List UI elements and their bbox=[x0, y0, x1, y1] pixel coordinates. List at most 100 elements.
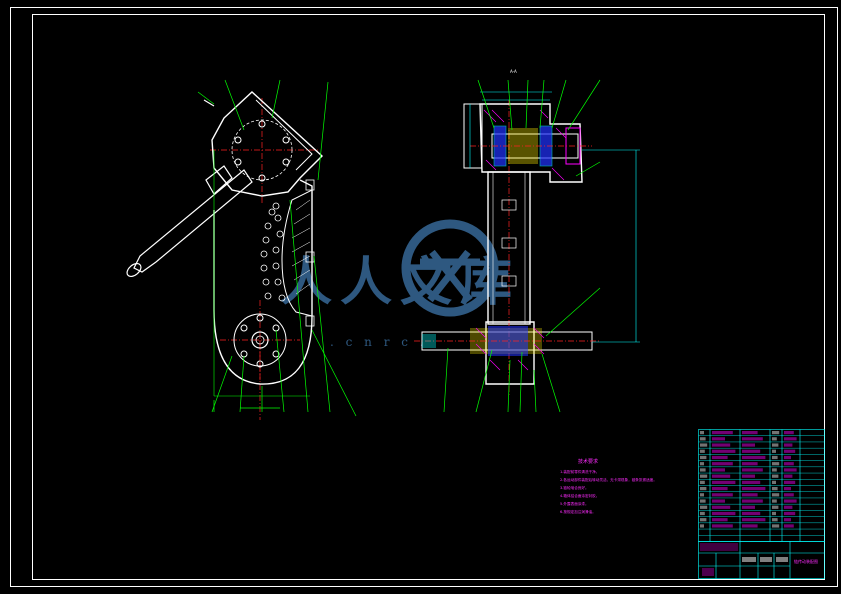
notes-title: 技术要求 bbox=[578, 458, 598, 465]
lower-housing bbox=[213, 179, 313, 385]
parts-cell-mark bbox=[712, 437, 725, 441]
parts-cell-mark bbox=[784, 487, 791, 491]
parts-cell-mark bbox=[712, 455, 728, 460]
parts-cell-mark bbox=[742, 487, 766, 491]
lower-hub bbox=[251, 331, 269, 349]
parts-cell-mark bbox=[772, 462, 780, 466]
lower-shaft-bore bbox=[255, 335, 265, 345]
parts-cell-mark bbox=[700, 493, 704, 497]
parts-cell-mark bbox=[784, 505, 793, 509]
parts-cell-mark bbox=[784, 493, 794, 497]
parts-cell-mark bbox=[742, 499, 763, 503]
parts-cell-mark bbox=[712, 524, 733, 528]
parts-cell-mark bbox=[700, 511, 705, 516]
lower-sprocket bbox=[233, 313, 287, 367]
parts-cell-mark bbox=[772, 524, 780, 528]
parts-cell-mark bbox=[742, 511, 761, 516]
parts-list-cell-marks bbox=[700, 431, 797, 528]
title-block-fills bbox=[700, 543, 788, 576]
parts-cell-mark bbox=[742, 443, 755, 447]
parts-cell-mark bbox=[712, 480, 736, 484]
notes-line-3: 3.链轮啮合良好。 bbox=[560, 485, 589, 490]
parts-cell-mark bbox=[742, 518, 766, 522]
notes-line-2: 2.各运动部件装配后转动灵活，无卡滞现象，链条张紧适度。 bbox=[560, 477, 657, 482]
leader-lines-left bbox=[197, 79, 357, 417]
section-mark: A-A bbox=[510, 69, 517, 74]
parts-cell-mark bbox=[772, 505, 779, 509]
upper-sprocket bbox=[231, 119, 293, 181]
chain-guide bbox=[281, 189, 313, 317]
parts-cell-mark bbox=[772, 431, 780, 435]
parts-cell-mark bbox=[712, 449, 736, 453]
parts-cell-mark bbox=[742, 474, 755, 478]
parts-cell-mark bbox=[742, 431, 758, 435]
upper-flange bbox=[463, 103, 483, 169]
parts-cell-mark bbox=[742, 505, 755, 509]
leader-lines-right bbox=[443, 79, 601, 413]
parts-cell-mark bbox=[742, 455, 766, 460]
parts-cell-mark bbox=[742, 437, 763, 441]
parts-cell-mark bbox=[772, 468, 777, 472]
notes-line-1: 1.装配前零件清洗干净。 bbox=[560, 469, 599, 474]
dimension-marks-left bbox=[213, 150, 310, 397]
parts-cell-mark bbox=[700, 499, 706, 503]
parts-cell-mark bbox=[784, 511, 796, 516]
watermark-logo-icon bbox=[401, 219, 499, 317]
parts-cell-mark bbox=[784, 468, 797, 472]
inner-frame bbox=[32, 14, 825, 580]
parts-cell-mark bbox=[712, 505, 731, 509]
parts-cell-mark bbox=[712, 431, 733, 435]
parts-cell-mark bbox=[784, 499, 797, 503]
notes-line-5: 5.外露表面涂漆。 bbox=[560, 501, 589, 506]
parts-cell-mark bbox=[712, 462, 733, 466]
technical-notes: 技术要求 1.装配前零件清洗干净。 2.各运动部件装配后转动灵活，无卡滞现象，链… bbox=[560, 458, 657, 514]
parts-cell-mark bbox=[700, 524, 704, 528]
parts-cell-mark bbox=[742, 449, 761, 453]
parts-cell-mark bbox=[700, 449, 705, 453]
parts-cell-mark bbox=[784, 449, 796, 453]
front-view bbox=[126, 79, 357, 420]
parts-cell-mark bbox=[742, 468, 763, 472]
parts-cell-mark bbox=[784, 437, 797, 441]
parts-cell-mark bbox=[712, 474, 731, 478]
lower-gearbox bbox=[485, 321, 535, 385]
parts-cell-mark bbox=[700, 431, 704, 435]
parts-cell-mark bbox=[700, 462, 704, 466]
handle-arm bbox=[126, 99, 253, 278]
parts-cell-mark bbox=[772, 518, 778, 522]
drawing-name: 链传动装配图 bbox=[794, 558, 818, 564]
parts-cell-mark bbox=[712, 468, 725, 472]
parts-cell-mark bbox=[784, 431, 794, 435]
upper-cover bbox=[255, 99, 313, 171]
parts-cell-mark bbox=[700, 455, 707, 460]
chain bbox=[260, 202, 286, 302]
parts-cell-mark bbox=[700, 437, 706, 441]
parts-cell-mark bbox=[700, 518, 707, 522]
parts-cell-mark bbox=[712, 499, 725, 503]
parts-cell-mark bbox=[712, 518, 728, 522]
parts-cell-mark bbox=[712, 487, 728, 491]
parts-cell-mark bbox=[772, 493, 780, 497]
section-view: A-A bbox=[414, 69, 640, 413]
parts-cell-mark bbox=[700, 480, 705, 484]
parts-cell-mark bbox=[712, 511, 736, 516]
dimension-lines-right bbox=[469, 91, 640, 343]
parts-cell-mark bbox=[700, 468, 706, 472]
parts-cell-mark bbox=[772, 487, 778, 491]
parts-cell-mark bbox=[772, 455, 778, 460]
notes-line-4: 4.箱体结合面涂密封胶。 bbox=[560, 493, 599, 498]
parts-cell-mark bbox=[784, 524, 794, 528]
parts-cell-mark bbox=[742, 524, 758, 528]
parts-cell-mark bbox=[742, 462, 758, 466]
parts-cell-mark bbox=[772, 499, 777, 503]
chain-section bbox=[501, 199, 517, 287]
parts-cell-mark bbox=[772, 437, 777, 441]
notes-line-6: 6.按规定加注润滑油。 bbox=[560, 509, 596, 514]
watermark-subtext: . c n r c . bbox=[330, 335, 428, 349]
parts-cell-mark bbox=[700, 505, 708, 509]
parts-list-rows bbox=[698, 435, 825, 536]
parts-cell-mark bbox=[772, 443, 779, 447]
parts-cell-mark bbox=[700, 487, 707, 491]
parts-cell-mark bbox=[784, 480, 796, 484]
